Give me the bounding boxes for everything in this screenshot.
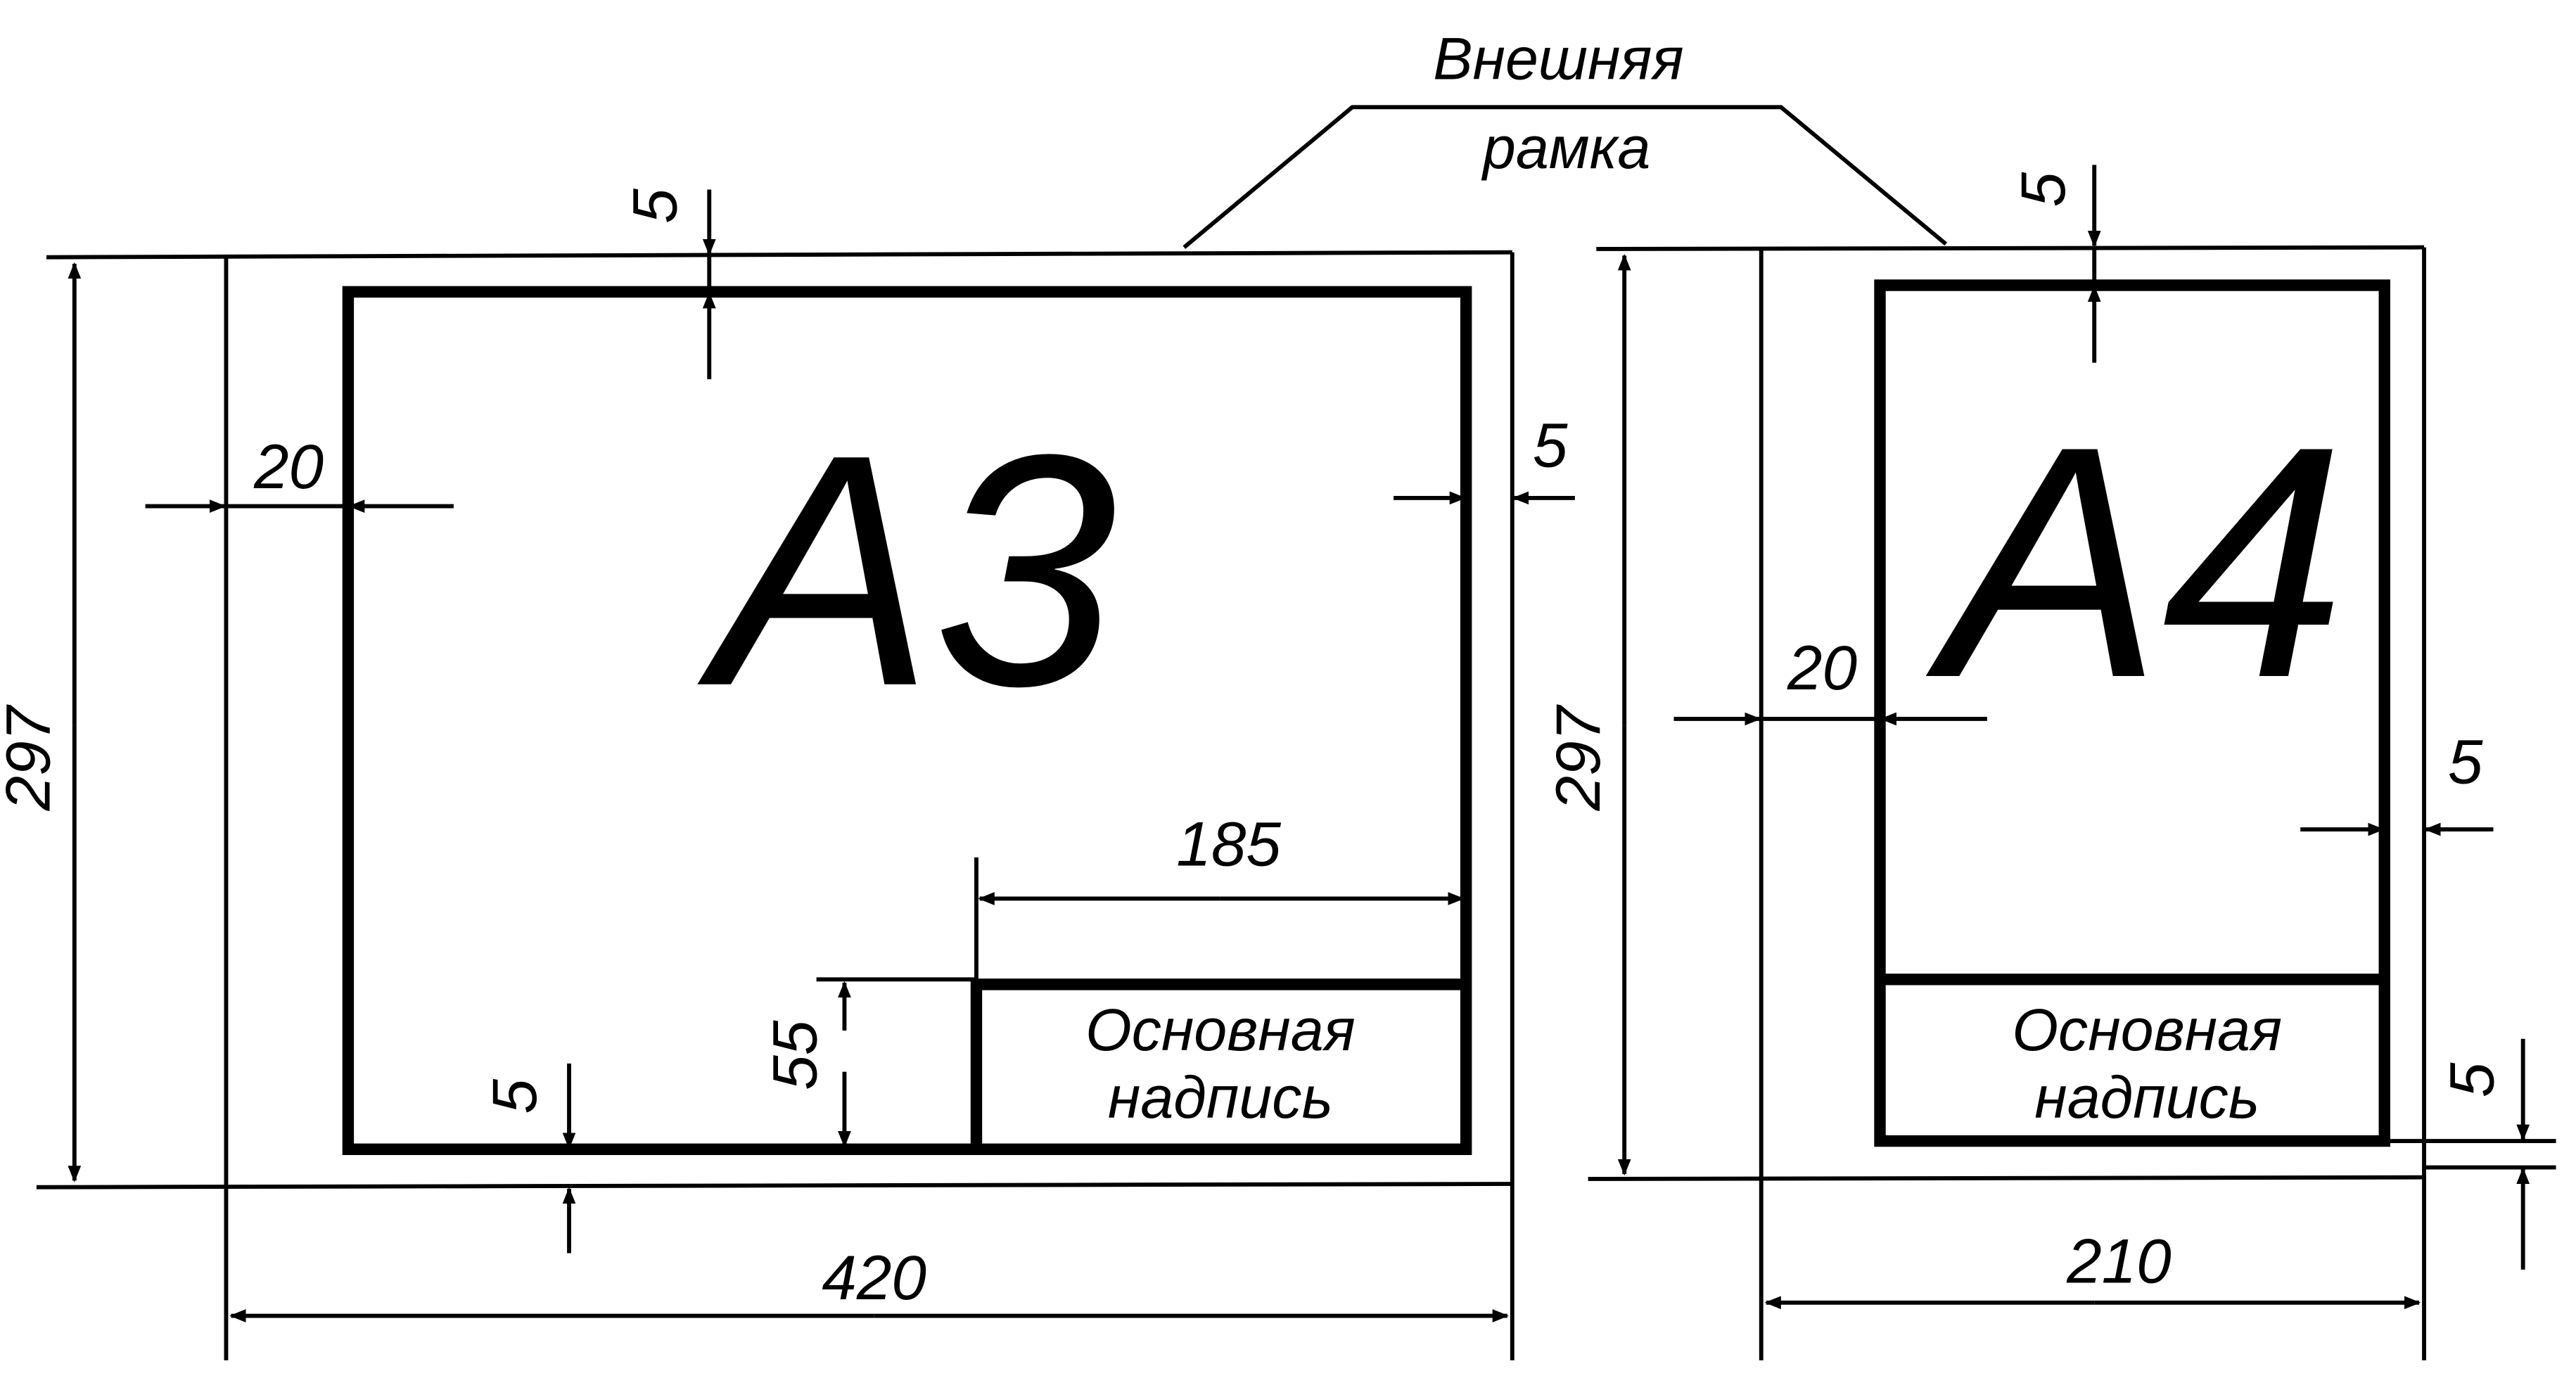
a4-top-margin-dim: 5 xyxy=(2008,172,2078,207)
a4-outer-bottom xyxy=(1588,1175,2425,1181)
a3-outer-bottom xyxy=(36,1182,1512,1190)
a3-title-block-width-dim: 185 xyxy=(1176,809,1281,879)
a4-outer-top xyxy=(1596,245,2425,251)
a4-title-block-line1: Основная xyxy=(2012,997,2282,1063)
a4-width-dim: 210 xyxy=(2066,1226,2172,1296)
a4-height-dim: 297 xyxy=(1543,703,1613,811)
leader-label-line2: рамка xyxy=(1481,115,1650,181)
a3-title-block-line2: надпись xyxy=(1108,1064,1333,1130)
a3-sheet: A3 Основная надпись 297 420 5 20 5 5 185… xyxy=(0,189,1575,1360)
a4-right-margin-dim: 5 xyxy=(2448,726,2483,796)
a3-width-dim: 420 xyxy=(822,1242,926,1313)
outer-frame-leader: Внешняя рамка xyxy=(1182,26,1948,249)
a3-outer-top xyxy=(46,250,1512,260)
leader-label-line1: Внешняя xyxy=(1433,26,1683,92)
a4-format-label: A4 xyxy=(1922,378,2346,746)
a4-sheet: A4 Основная надпись 297 210 5 20 5 5 xyxy=(1543,165,2556,1360)
a3-height-dim: 297 xyxy=(0,703,63,811)
a4-bottom-margin-dim: 5 xyxy=(2436,1062,2506,1097)
a4-title-block-line2: надпись xyxy=(2034,1064,2259,1130)
a3-left-margin-dim: 20 xyxy=(253,431,324,502)
a3-title-block-height-dim: 55 xyxy=(760,1020,830,1090)
a4-left-margin-dim: 20 xyxy=(1787,632,1857,703)
a3-format-label: A3 xyxy=(693,387,1119,755)
a3-bottom-margin-dim: 5 xyxy=(479,1079,549,1114)
a3-right-margin-dim: 5 xyxy=(1533,409,1568,480)
a3-top-margin-dim: 5 xyxy=(619,189,689,224)
a3-title-block-line1: Основная xyxy=(1085,997,1356,1063)
a3-inner-frame xyxy=(342,286,1472,1155)
